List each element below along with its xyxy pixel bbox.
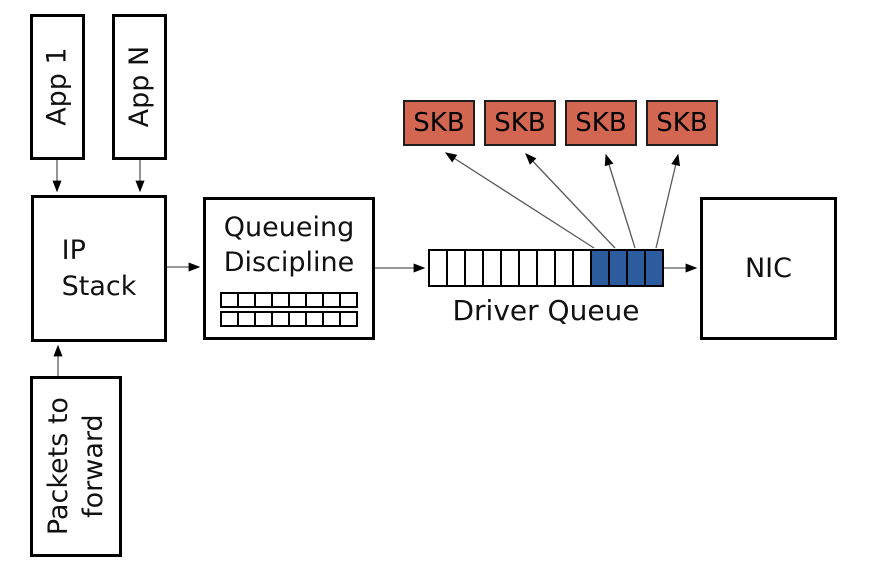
node-ip-stack: IP Stack: [31, 195, 167, 342]
qdisc-grid-cell: [339, 311, 358, 328]
packets-label-line1: Packets to: [42, 397, 74, 536]
driver-queue-cell-12-filled: [626, 249, 646, 287]
driver-queue-cell-6-empty: [518, 249, 538, 287]
ip-stack-label: IP Stack: [62, 233, 137, 303]
arrow-queue-cell2-to-skb2: [525, 153, 616, 249]
driver-queue-cell-2-empty: [446, 249, 466, 287]
node-nic: NIC: [700, 197, 837, 340]
app1-label: App 1: [41, 47, 73, 127]
arrow-queue-cell1-to-skb1: [444, 152, 595, 249]
node-packets-to-forward: Packets to forward: [30, 376, 122, 557]
driver-queue-cell-11-filled: [608, 249, 628, 287]
qdisc-grid-cell: [339, 292, 358, 309]
node-app1: App 1: [30, 14, 85, 160]
qdisc-label-line1: Queueing: [223, 212, 355, 243]
driver-queue-cell-1-empty: [428, 249, 448, 287]
packets-label-line2: forward: [78, 414, 109, 519]
appn-label: App N: [123, 46, 155, 128]
node-queueing-discipline: Queueing Discipline: [203, 197, 375, 340]
driver-queue-cell-3-empty: [464, 249, 484, 287]
node-appn: App N: [112, 14, 167, 160]
driver-queue: [428, 249, 664, 287]
arrow-queue-cell3-to-skb3: [604, 153, 636, 249]
skb-box-1: SKB: [403, 100, 475, 146]
skb-box-4: SKB: [646, 100, 718, 146]
ip-stack-label-line2: Stack: [61, 270, 137, 302]
driver-queue-cell-13-filled: [644, 249, 664, 287]
skb-box-2: SKB: [484, 100, 556, 146]
driver-queue-label: Driver Queue: [452, 294, 640, 327]
qdisc-packet-grid: [220, 292, 358, 330]
driver-queue-cell-9-empty: [572, 249, 592, 287]
driver-queue-cell-7-empty: [536, 249, 556, 287]
arrow-queue-cell4-to-skb4: [655, 153, 681, 249]
nic-label: NIC: [744, 253, 792, 284]
skb-box-3: SKB: [565, 100, 637, 146]
qdisc-label: Queueing Discipline: [224, 210, 355, 280]
driver-queue-cell-8-empty: [554, 249, 574, 287]
qdisc-grid-row-2: [220, 311, 358, 328]
driver-queue-cell-4-empty: [482, 249, 502, 287]
ip-stack-label-line1: IP: [61, 235, 86, 267]
packets-to-forward-label: Packets to forward: [41, 397, 111, 535]
driver-queue-cell-5-empty: [500, 249, 520, 287]
driver-queue-cell-10-filled: [590, 249, 610, 287]
qdisc-grid-row-1: [220, 292, 358, 309]
qdisc-label-line2: Discipline: [223, 247, 355, 279]
